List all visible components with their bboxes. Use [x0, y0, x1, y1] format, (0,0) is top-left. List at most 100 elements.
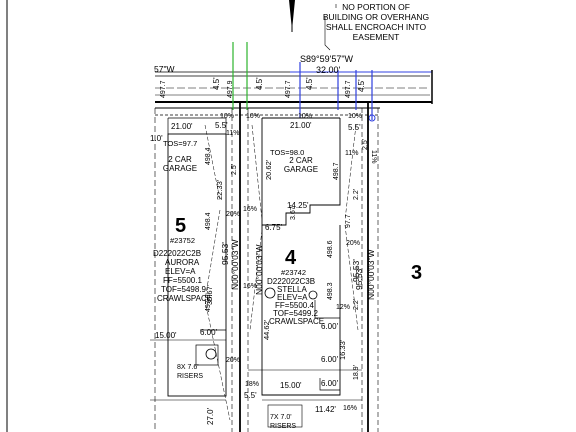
lot4-risers-label: RISERS	[270, 423, 296, 430]
lot5-bottom-setback: 5.5'	[244, 391, 257, 400]
lot4-garage-depth: 20.62'	[264, 159, 273, 180]
note-line-4: EASEMENT	[353, 32, 400, 42]
lot4-small-dim: 6.75'	[265, 223, 283, 232]
top-elev-3: 497.7	[345, 80, 352, 98]
utility-markers	[232, 42, 432, 122]
lot4-grade-3: 12%	[336, 304, 350, 311]
lot4-foundation: CRAWLSPACE	[269, 317, 324, 326]
lot4-risers: 7X 7.0'	[270, 414, 292, 421]
note-line-1: NO PORTION OF	[342, 2, 410, 12]
lot5-mid-dim: 35.67'	[205, 284, 214, 305]
top-elev-2: 497.7	[285, 80, 292, 98]
lot5-left-elev-3: 497.9	[205, 294, 212, 312]
lot4-garage-line-2: GARAGE	[284, 165, 318, 174]
lot4-grade-1: 11%	[345, 150, 359, 157]
lot5-depth: 95.53'	[220, 242, 230, 265]
lot4-ff: FF=5500.4	[275, 301, 314, 310]
lot4-right-dim-4: 16.33'	[338, 339, 347, 360]
lot5-front-width: 21.00'	[171, 122, 193, 131]
note-line-2: BUILDING OR OVERHANG	[323, 12, 429, 22]
lot5-left-elev: 498.4	[205, 147, 212, 165]
lot4-lower-dim-2: 11.42'	[315, 405, 336, 414]
lot4-front-width: 21.00'	[290, 121, 312, 130]
lot5-grade-2: 20%	[226, 211, 240, 218]
lot4-right-dim-1: 6.00'	[321, 322, 339, 331]
lot4-right-elev-3: 498.3	[327, 282, 334, 300]
lot5-setback-b: 2.5'	[231, 164, 238, 175]
lot3-bearing: N00°00'03"W	[366, 249, 376, 300]
lot4-grade-2: 16%	[243, 283, 257, 290]
street-lines	[155, 71, 432, 116]
top-grade-4: 10%	[348, 113, 362, 120]
lot5-setback: 5.5'	[215, 121, 228, 130]
lot5-lower-dim: 15.00'	[155, 331, 177, 340]
lot5-risers: 8X 7.6'	[177, 364, 199, 371]
lot4-bearing: N00°00'03"W	[254, 244, 264, 295]
lot-5: 21.00' TOS=97.7 2 CAR GARAGE 1.0' 5 #237…	[150, 102, 257, 432]
lot4-elev: ELEV=A	[277, 293, 308, 302]
top-distance: 32.00'	[316, 65, 341, 75]
lot4-grade-5: 18%	[245, 381, 259, 388]
lot4-tos: TOS=98.0	[270, 148, 304, 157]
lot5-grade-3: 16%	[243, 206, 257, 213]
easement-dim-4: 4.5'	[357, 79, 366, 92]
top-grade-1: 10%	[220, 113, 234, 120]
lot4-setback: 5.5'	[348, 123, 361, 132]
lot5-tos: TOS=97.7	[163, 139, 197, 148]
lot5-tof: TOF=5498.9	[161, 285, 207, 294]
lot4-right-elev-1: 498.7	[333, 162, 340, 180]
easement-dim-2: 4.5'	[255, 77, 264, 90]
lot4-right-elev-2: 498.6	[327, 240, 334, 258]
lot5-side-dim: 1.0'	[150, 134, 163, 143]
top-left-bearing: 57"W	[154, 64, 175, 74]
lot3-number: 3	[411, 262, 422, 284]
top-grade-2: 10%	[246, 113, 260, 120]
lot5-bearing: N00°00'03"W	[230, 239, 240, 290]
top-bearing: S89°59'57"W	[300, 54, 354, 64]
lot4-model: STELLA	[277, 285, 307, 294]
lot5-lower-dim-2: 6.00'	[200, 328, 218, 337]
lot4-plan-id: #23742	[281, 268, 306, 277]
lot5-elev: ELEV=A	[165, 267, 196, 276]
lot3-grade-1: 11%	[370, 150, 377, 164]
lot4-right-elev-4: 97.7	[345, 214, 352, 228]
lot5-risers-label: RISERS	[177, 373, 203, 380]
lot5-garage-line-1: 2 CAR	[168, 155, 192, 164]
lot3-dim-3: 18.9'	[353, 365, 360, 380]
easement-dim-1: 4.5'	[212, 77, 221, 90]
lot4-width-dim: 14.25'	[287, 201, 309, 210]
lot4-right-dim-3: 6.00'	[321, 379, 339, 388]
top-elev-4: 497.7	[160, 80, 167, 98]
lot4-depth: 95.53'	[351, 259, 361, 282]
lot3-depth: 95.53'	[354, 267, 364, 290]
easement-note: NO PORTION OF BUILDING OR OVERHANG SHALL…	[323, 2, 429, 51]
lot5-model: AURORA	[165, 258, 200, 267]
lot5-left-dim: 22.33'	[215, 179, 224, 200]
lot-4: 21.00' TOS=98.0 2 CAR GARAGE 20.62' 14.2…	[243, 102, 369, 432]
lot5-garage-line-2: GARAGE	[163, 164, 197, 173]
lot5-left-elev-2: 498.4	[205, 212, 212, 230]
top-grade-3: 10%	[298, 113, 312, 120]
lot4-grade-4: 20%	[346, 240, 360, 247]
lot4-number: 4	[285, 247, 297, 269]
lot4-side-dim: 44.62'	[262, 319, 271, 340]
easement-dim-3: 4.5'	[305, 77, 314, 90]
north-arrow-icon	[289, 0, 295, 32]
lot3-dim-1: 2.2'	[353, 189, 360, 200]
lot4-setback-b: 2.5'	[362, 139, 369, 150]
lot5-plan-code: D222022C2B	[153, 249, 201, 258]
lot4-plan-code: D222022C3B	[267, 277, 315, 286]
lot-3: 3 N00°00'03"W 95.53' 2.2' 2.2' 18.9' 11%…	[343, 108, 422, 432]
lot4-tof: TOF=5499.2	[273, 309, 319, 318]
lot5-foundation: CRAWLSPACE	[157, 294, 212, 303]
note-line-3: SHALL ENCROACH INTO	[326, 22, 427, 32]
lot4-right-dim-2: 6.00'	[321, 355, 339, 364]
top-elev-1: 497.9	[227, 80, 234, 98]
lot5-grade-4: 20%	[226, 357, 240, 364]
lot4-small-dim-2: 3.67'	[290, 205, 297, 220]
lot5-ff: FF=5500.1	[163, 276, 202, 285]
lot5-plan-id: #23752	[170, 236, 195, 245]
lot5-grade-1: 11%	[226, 130, 240, 137]
lot4-garage-line-1: 2 CAR	[289, 156, 313, 165]
